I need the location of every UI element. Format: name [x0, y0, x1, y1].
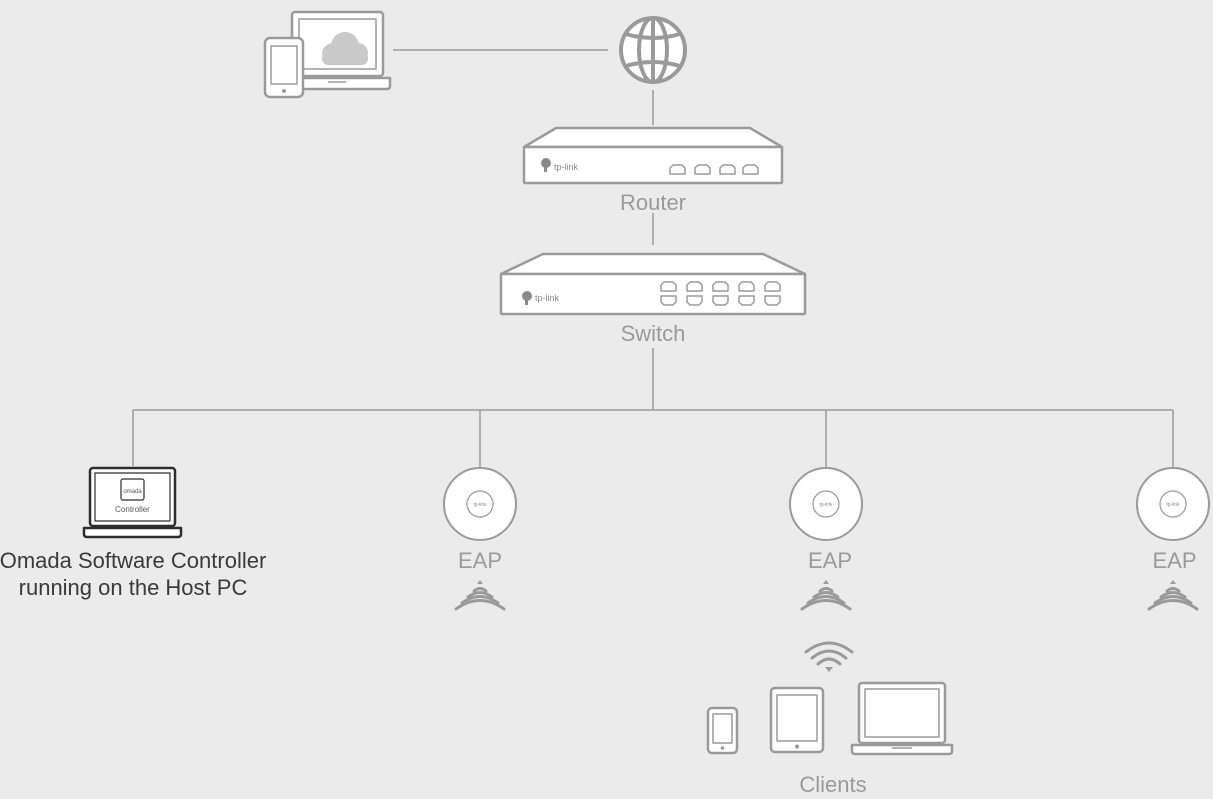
- controller-screen-text: Controller: [115, 505, 150, 514]
- eap-3-device: tp-link: [1136, 467, 1210, 541]
- client-devices: [706, 681, 954, 756]
- eap-1-label: EAP: [457, 548, 503, 573]
- switch-brand-logo: [522, 291, 532, 305]
- router-port-icons: [669, 164, 759, 175]
- phone-icon: [706, 706, 739, 755]
- eap-2-label: EAP: [807, 548, 853, 573]
- cloud-phone-icon: [263, 36, 305, 99]
- eap-3-label: EAP: [1152, 548, 1197, 573]
- eap-3-brand-text: tp-link: [1166, 502, 1180, 508]
- clients-label: Clients: [799, 772, 867, 797]
- eap-1-wifi-icon: [454, 580, 506, 611]
- switch-brand-text: tp-link: [535, 293, 560, 303]
- eap-2-wifi-icon: [800, 580, 852, 611]
- router-label: Router: [619, 190, 687, 215]
- globe-icon: [619, 16, 687, 84]
- router-device: tp-link: [522, 126, 784, 185]
- connection-lines: [132, 49, 1174, 468]
- cloud-access-devices: [263, 10, 392, 99]
- eap-2-brand-text: tp-link: [819, 502, 833, 508]
- controller-label-line2: running on the Host PC: [18, 575, 248, 600]
- cloud-icon: [322, 32, 368, 65]
- switch-port-icons: [660, 281, 781, 306]
- controller-laptop-icon: omada Controller: [82, 466, 183, 539]
- omada-logo-icon: [120, 478, 145, 501]
- laptop-icon: [850, 681, 954, 756]
- router-brand-text: tp-link: [554, 162, 579, 172]
- controller-label-line1: Omada Software Controller: [0, 548, 267, 573]
- clients-wifi-icon: [804, 641, 854, 672]
- router-brand-logo: [541, 158, 551, 172]
- eap-1-brand-text: tp-link: [473, 502, 487, 508]
- omada-logo-text: omada: [123, 489, 142, 495]
- eap-2-device: tp-link: [789, 467, 863, 541]
- switch-label: Switch: [620, 321, 686, 346]
- eap-3-wifi-icon: [1147, 580, 1199, 611]
- tablet-icon: [769, 686, 825, 754]
- switch-device: tp-link: [499, 252, 807, 316]
- eap-1-device: tp-link: [443, 467, 517, 541]
